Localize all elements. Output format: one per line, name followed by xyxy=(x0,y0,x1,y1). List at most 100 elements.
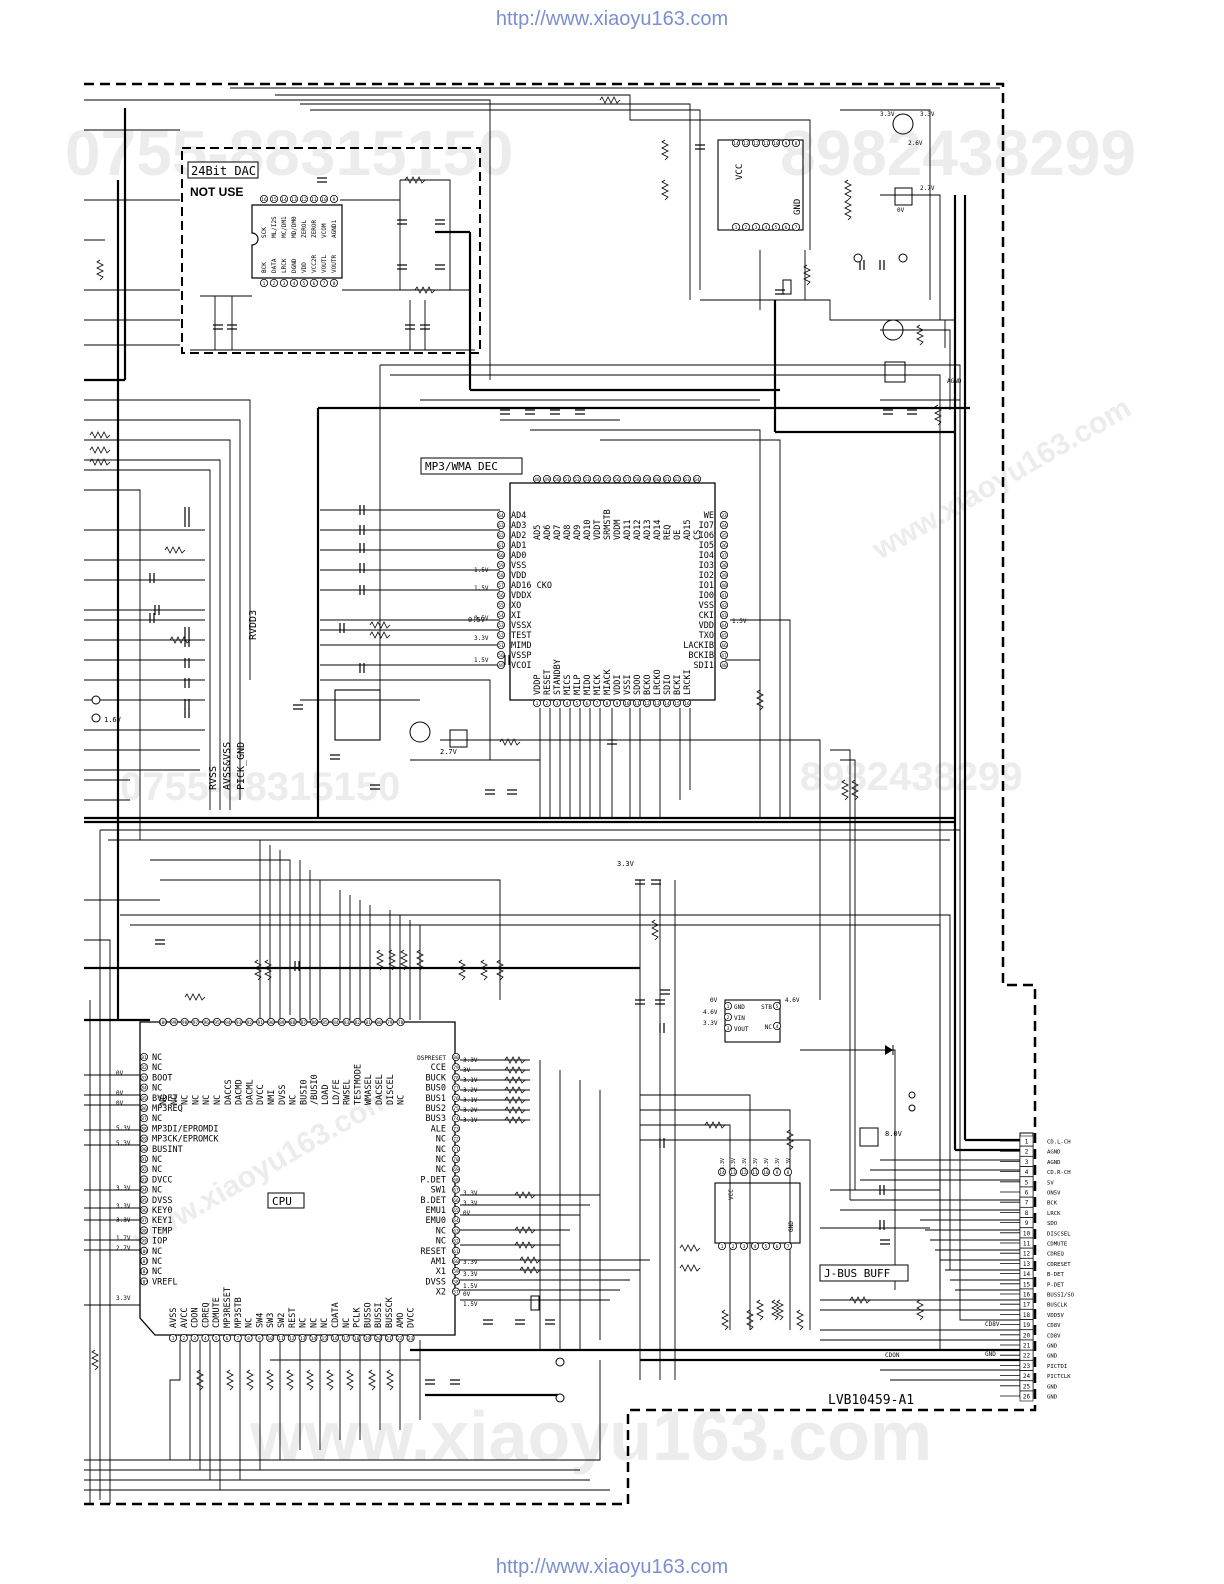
mp3-pin-bottom xyxy=(583,699,592,708)
cpu-pin-right xyxy=(451,1267,460,1276)
mp3-pin-top xyxy=(683,474,692,483)
mp3-pin-bottom-num: 13 xyxy=(654,701,660,707)
cpu-pin-left-num: 87 xyxy=(141,1116,147,1122)
top-right-ic-voltage: 0V xyxy=(897,207,905,214)
cpu-pin-bottom-label: NC xyxy=(299,1318,309,1328)
cpu-pin-top xyxy=(396,1018,405,1027)
mp3-pin-right-label: IO5 xyxy=(699,541,714,551)
footer-url[interactable]: http://www.xiaoyu163.com xyxy=(495,1556,729,1578)
cpu-pin-bottom-label: BUSSCK xyxy=(385,1296,395,1328)
cpu-pin-right-num: 74 xyxy=(453,1116,459,1122)
cpu-pin-left-label: DVCC xyxy=(152,1175,172,1185)
reg-box-1 xyxy=(894,187,913,206)
transistor-q1 xyxy=(892,113,914,135)
jbus-pin-bottom-num: 1 xyxy=(721,1244,724,1250)
dac-pin-top-num: 14 xyxy=(281,197,287,203)
dac-pin-bottom-label: VDD xyxy=(301,262,308,273)
cpu-pin-bottom xyxy=(287,1334,296,1343)
cpu-pin-right xyxy=(451,1277,460,1286)
connector-pin-label: CDREQ xyxy=(1047,1252,1064,1258)
header-url[interactable]: http://www.xiaoyu163.com xyxy=(495,8,729,30)
dac-pin-top-num: 13 xyxy=(291,197,297,203)
cpu-pin-top-num: 98 xyxy=(182,1020,188,1026)
mp3-pin-left xyxy=(496,601,505,610)
cpu-pin-left xyxy=(139,1165,148,1174)
jbus-pin-top-num: 9 xyxy=(776,1170,779,1176)
resistor xyxy=(368,1369,376,1391)
cpu-pin-left-num: 90 xyxy=(141,1147,147,1153)
cpu-pin-left-label: NC xyxy=(152,1053,162,1063)
cpu-pin-top xyxy=(277,1018,286,1027)
cpu-pin-left-label: NC xyxy=(152,1267,162,1277)
top-right-ic-pin-bottom-num: 7 xyxy=(795,225,798,231)
dac-title: 24Bit DAC xyxy=(191,164,256,178)
top-right-ic-pin-bottom-num: 3 xyxy=(755,225,758,231)
top-right-ic-pin-bottom xyxy=(762,222,771,231)
mp3-pin-right-label: IO7 xyxy=(699,521,714,531)
resistor xyxy=(416,949,424,971)
cpu-pin-bottom-num: 1 xyxy=(172,1336,175,1342)
regulator-ic xyxy=(724,999,781,1043)
transistors xyxy=(409,113,914,743)
resistor xyxy=(89,458,111,466)
cpu-pin-bottom xyxy=(190,1334,199,1343)
cpu-pin-left-label: IOP xyxy=(152,1237,167,1247)
cpu-pin-left-num: 98 xyxy=(141,1228,147,1234)
mp3-pin-top xyxy=(533,474,542,483)
cpu-pin-top-num: 83 xyxy=(344,1020,350,1026)
mp3-pin-right xyxy=(720,631,729,640)
cpu-pin-bottom-label: REST xyxy=(288,1308,298,1328)
cpu-pin-right xyxy=(451,1195,460,1204)
cpu-pin-bottom-label: CDREQ xyxy=(201,1302,211,1328)
mp3-pin-top xyxy=(603,474,612,483)
mp3-pin-bottom xyxy=(643,699,652,708)
top-right-ic-pin-bottom xyxy=(742,222,751,231)
cpu-pin-top-num: 92 xyxy=(247,1020,253,1026)
cpu-pin-left-label: MP3CK/EPROMCK xyxy=(152,1135,219,1145)
mp3-pin-bottom-num: 1 xyxy=(536,701,539,707)
cpu-pin-left xyxy=(139,1175,148,1184)
cpu-voltage-left: 5.3V xyxy=(116,1125,131,1132)
mp3-pin-right-label: VDD xyxy=(699,621,714,631)
mp3-pin-right xyxy=(720,541,729,550)
cpu-voltage-right: 3V xyxy=(463,1067,471,1074)
cpu-pin-left-label: NC xyxy=(152,1155,162,1165)
top-right-ic-pin-top xyxy=(732,138,741,147)
cpu-pin-bottom-num: 15 xyxy=(321,1336,327,1342)
dac-pin-top xyxy=(309,194,318,203)
regulator-pin-left-num: 2 xyxy=(727,1015,730,1021)
jbus-pin-bottom xyxy=(729,1242,738,1251)
dac-pins: 16SCK15ML/I2S14MC/DM113MD/DM012ZEROL11ZE… xyxy=(259,194,338,287)
mp3-pin-left-label: VSSP xyxy=(511,651,531,661)
cpu-pin-bottom-num: 16 xyxy=(332,1336,338,1342)
cpu-pin-left xyxy=(139,1236,148,1245)
resistor xyxy=(916,324,924,346)
resistor xyxy=(756,689,764,711)
cpu-pin-right-label: NC xyxy=(436,1135,446,1145)
jbus-pin-bottom-num: 4 xyxy=(754,1244,757,1250)
connector-pin-num: 7 xyxy=(1025,1200,1029,1207)
mp3-pin-left xyxy=(496,571,505,580)
part-number: LVB10459-A1 xyxy=(828,1393,914,1408)
mp3-pin-right-label: BCKIB xyxy=(688,651,714,661)
resistor xyxy=(246,1369,254,1391)
resistor xyxy=(226,1369,234,1391)
cpu-pin-top xyxy=(385,1018,394,1027)
mp3-pin-left-label: AD3 xyxy=(511,521,526,531)
mp3-pin-bottom-num: 6 xyxy=(586,701,589,707)
mp3-pin-left-label: AD1 xyxy=(511,541,526,551)
cpu-pin-right xyxy=(451,1073,460,1082)
cpu-pin-top-label: NC xyxy=(213,1095,223,1105)
cpu-pin-left xyxy=(139,1134,148,1143)
connector-pin-num: 21 xyxy=(1023,1343,1031,1350)
mp3-pin-top xyxy=(613,474,622,483)
top-right-ic-pin-top-num: 14 xyxy=(733,141,739,147)
cpu-pin-bottom-label: CDON xyxy=(191,1308,201,1328)
cpu-pin-bottom-label: SW4 xyxy=(255,1313,265,1328)
connector-pin-label: PICTCLK xyxy=(1047,1374,1071,1380)
jbus-pin-bottom-num: 3 xyxy=(743,1244,746,1250)
resistor xyxy=(504,1066,526,1074)
